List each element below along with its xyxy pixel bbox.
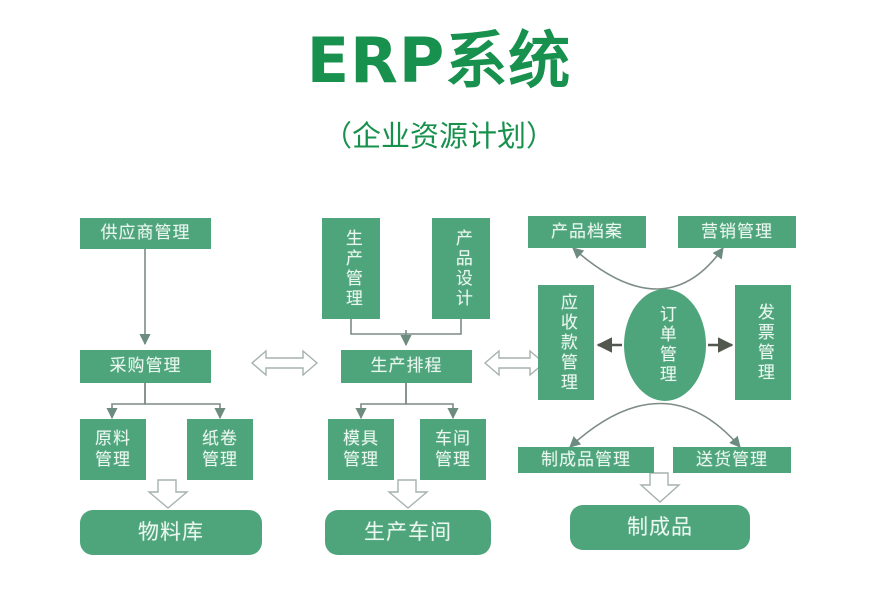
connector-scheduling-receivables-double-arrow <box>483 349 546 377</box>
node-mold-management[interactable]: 模具 管理 <box>328 419 394 480</box>
node-supplier-management[interactable]: 供应商管理 <box>80 218 211 249</box>
connector-procurement-scheduling-double-arrow <box>250 349 319 377</box>
connector-shopfloor-to-workshop <box>387 479 429 509</box>
connector-procurement-to-materials <box>106 383 226 420</box>
node-marketing-management[interactable]: 营销管理 <box>678 216 796 248</box>
node-production-management[interactable]: 生产管理 <box>322 218 380 319</box>
node-procurement-management[interactable]: 采购管理 <box>80 350 211 383</box>
connector-scheduling-to-shopfloor <box>355 383 459 420</box>
node-finished-goods[interactable]: 制成品 <box>570 505 750 550</box>
connector-finished-to-goods <box>639 472 681 503</box>
page-subtitle: （企业资源计划） <box>322 119 555 153</box>
node-raw-material-management[interactable]: 原料 管理 <box>80 419 146 480</box>
node-invoice-management[interactable]: 发票管理 <box>735 285 791 400</box>
connector-materials-to-warehouse <box>147 479 189 509</box>
node-material-warehouse[interactable]: 物料库 <box>80 510 262 555</box>
node-production-workshop[interactable]: 生产车间 <box>325 510 491 555</box>
node-product-archive[interactable]: 产品档案 <box>528 216 646 248</box>
connector-order-arc-upper <box>572 247 724 290</box>
node-finished-goods-management[interactable]: 制成品管理 <box>518 447 654 473</box>
node-paper-roll-management[interactable]: 纸卷 管理 <box>187 419 253 480</box>
node-delivery-management[interactable]: 送货管理 <box>673 447 791 473</box>
node-workshop-management[interactable]: 车间 管理 <box>420 419 486 480</box>
connector-order-arc-lower <box>569 402 741 448</box>
node-receivables-management[interactable]: 应收款管理 <box>538 285 594 400</box>
node-order-management[interactable]: 订单管理 <box>624 289 706 401</box>
node-production-scheduling[interactable]: 生产排程 <box>341 350 472 383</box>
node-product-design[interactable]: 产品设计 <box>432 218 490 319</box>
page-title: ERP系统 <box>306 24 572 97</box>
connector-production-to-scheduling <box>350 319 462 347</box>
